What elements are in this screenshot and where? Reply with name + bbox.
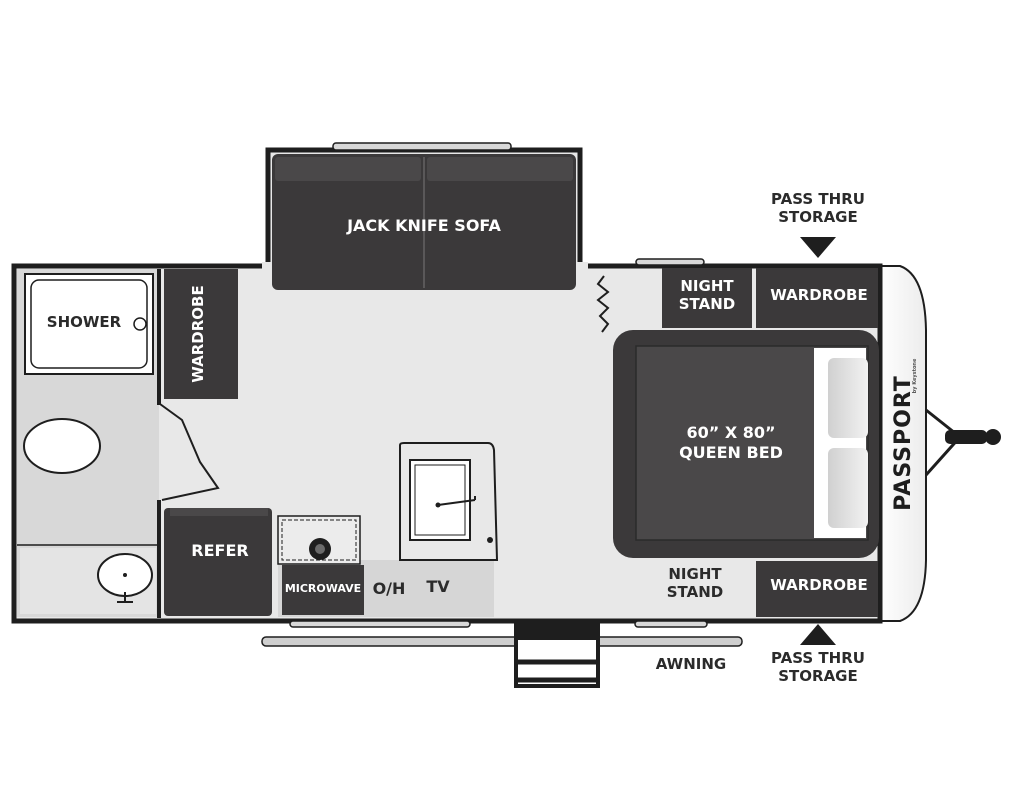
shower-label: SHOWER [47,313,122,331]
brand-tagline: by Keystone [912,358,918,393]
wardrobe-bottom [756,561,878,617]
tv-label: TV [426,577,450,596]
bed-size-label: 60” X 80” [686,423,775,442]
pass-thru-top-label-2: STORAGE [778,208,858,226]
slideout-topper [332,142,512,151]
sofa-label: JACK KNIFE SOFA [346,216,501,235]
pillow [828,448,868,528]
hitch-tongue [924,408,1001,477]
refer-label: REFER [191,541,248,560]
bed-type-label: QUEEN BED [679,443,783,462]
shower [24,273,154,375]
front-cap [877,265,927,622]
oh-label: O/H [373,579,406,598]
night-stand-top [662,268,752,328]
night-stand-top-label-2: STAND [679,295,735,313]
wardrobe-top-label: WARDROBE [770,286,867,304]
pillow [828,358,868,438]
refrigerator [164,508,272,616]
pass-thru-bottom-label-1: PASS THRU [771,649,865,667]
entry-steps [514,620,600,688]
slide-bar [634,620,708,628]
brand-logo: PASSPORT [891,375,916,511]
wardrobe-bottom-label: WARDROBE [770,576,867,594]
bathroom-door [159,403,220,501]
stove [277,515,361,565]
entry-door-curtain [596,275,610,333]
night-stand-bottom-label-2: STAND [667,583,723,601]
shower-drain-icon [133,317,147,331]
night-stand-top-label-1: NIGHT [680,277,734,295]
wardrobe-top [756,268,878,328]
microwave-label: MICROWAVE [285,582,361,595]
pass-thru-bottom-label-2: STORAGE [778,667,858,685]
awning-label: AWNING [656,655,726,673]
jack-knife-sofa [272,154,576,290]
slide-bar [289,620,471,628]
awning-bar [261,636,743,647]
bath-wardrobe [164,269,238,399]
bath-wardrobe-label: WARDROBE [189,285,207,382]
bathroom-sink [20,548,156,614]
pass-thru-bottom-arrow-icon [800,624,836,645]
microwave [282,565,364,615]
toilet [23,418,101,474]
night-stand-bottom-label-1: NIGHT [668,565,722,583]
slide-bar [635,258,705,266]
pass-thru-top-label-1: PASS THRU [771,190,865,208]
pass-thru-top-arrow-icon [800,237,836,258]
kitchen-sink [399,442,499,561]
night-stand-bottom [662,561,732,617]
